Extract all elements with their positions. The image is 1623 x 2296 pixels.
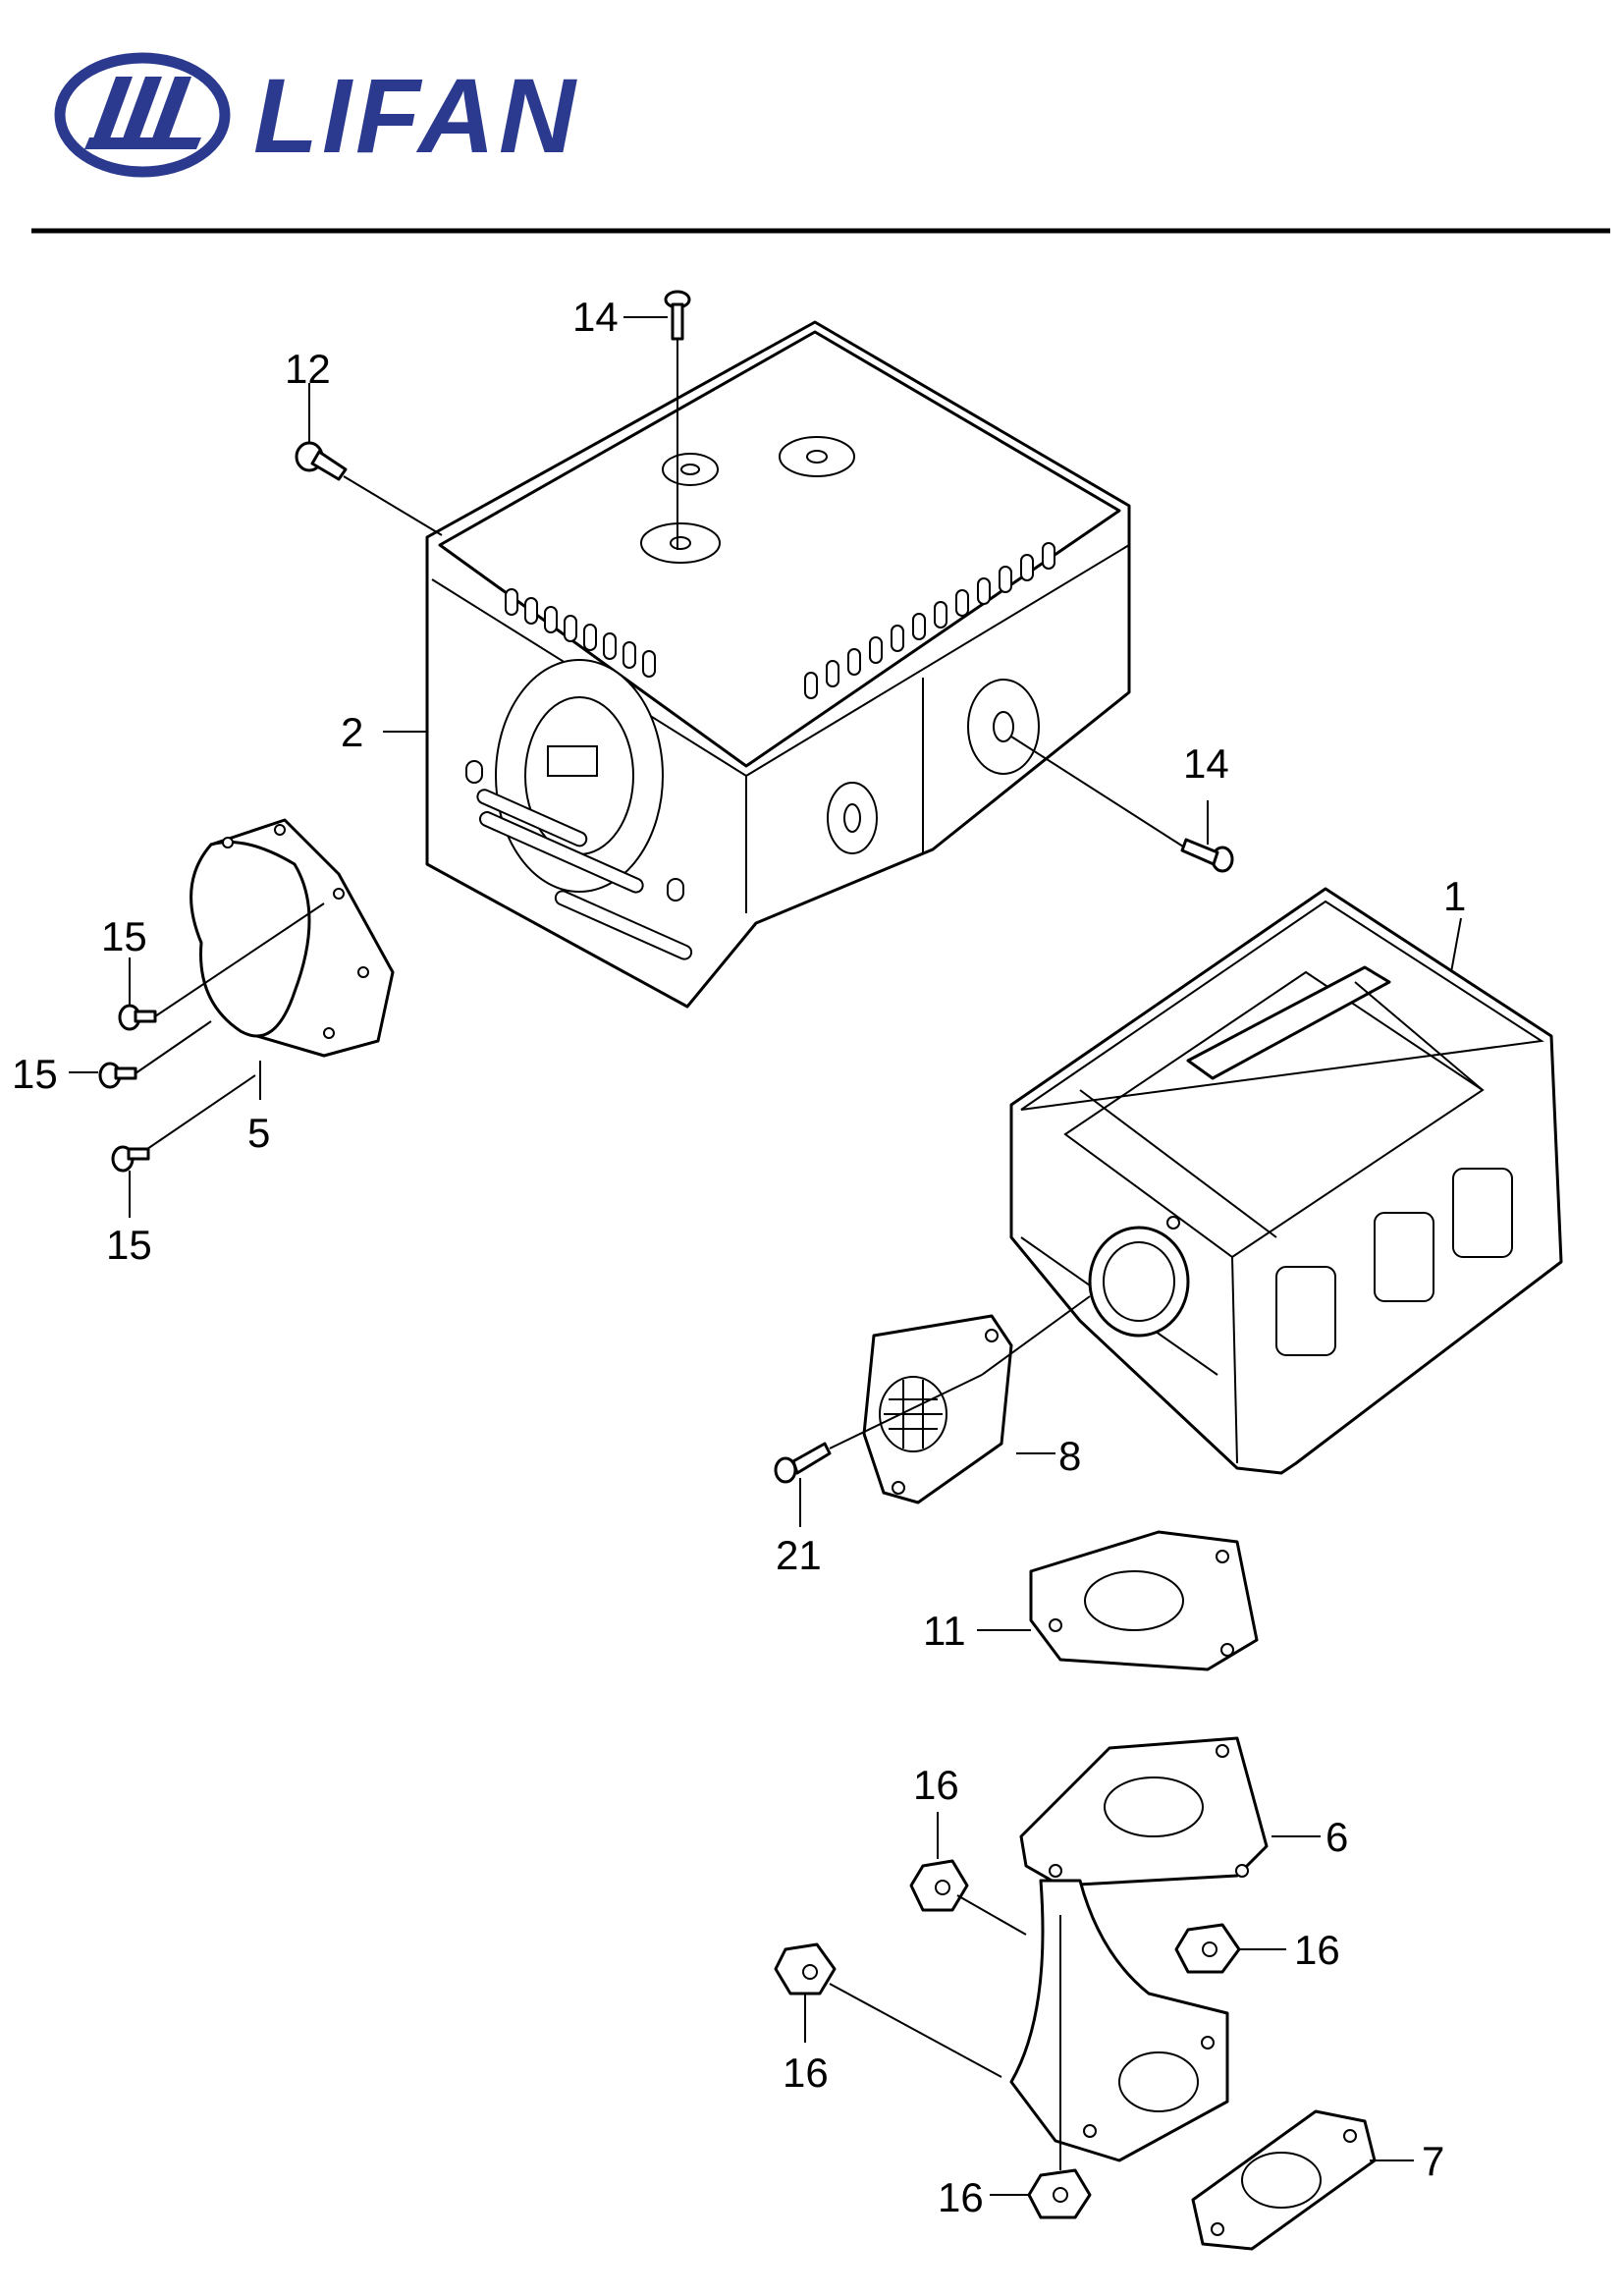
bolt-part-12	[295, 441, 348, 481]
logo-emblem-ring	[54, 52, 231, 178]
vent-slots-right	[804, 542, 1055, 699]
screw-part-15-c	[111, 1145, 150, 1173]
leader-lines	[69, 316, 1462, 2196]
logo-emblem-icon	[84, 77, 201, 149]
nut-part-16-b	[774, 1942, 837, 1995]
logo-wordmark: LIFAN	[253, 56, 579, 175]
screw-part-15-a	[118, 1004, 157, 1031]
gasket-part-7	[1191, 2109, 1377, 2251]
callout-14-side: 14	[1183, 740, 1229, 787]
callout-1: 1	[1443, 873, 1466, 919]
callout-16-a: 16	[913, 1762, 959, 1808]
callout-11: 11	[923, 1608, 966, 1654]
vent-slots-left	[505, 588, 656, 678]
nut-part-16-a	[909, 1859, 969, 1912]
spark-screen-part-8	[862, 1314, 1013, 1504]
callout-12: 12	[285, 346, 331, 392]
screw-part-15-b	[98, 1062, 137, 1089]
callout-21: 21	[776, 1532, 822, 1578]
callout-16-d: 16	[938, 2174, 984, 2220]
callout-16-c: 16	[1294, 1927, 1340, 1973]
muffler-body-part-1	[1009, 887, 1563, 1475]
nut-part-16-d	[1027, 2168, 1092, 2219]
exhaust-cap-part-5	[189, 818, 395, 1058]
callout-8: 8	[1058, 1433, 1081, 1479]
callout-15-a: 15	[101, 913, 147, 959]
callout-16-b: 16	[783, 2050, 829, 2096]
bolt-part-14-side	[1180, 838, 1234, 873]
exhaust-pipe-part-6	[1009, 1736, 1269, 2162]
callout-2: 2	[341, 709, 363, 755]
callout-labels: 14 12 2 14 1 15 15 5 15 8 21 11 16 6 16 …	[12, 294, 1466, 2220]
callout-6: 6	[1325, 1814, 1348, 1860]
nut-part-16-c	[1174, 1923, 1241, 1974]
callout-7: 7	[1422, 2138, 1444, 2184]
lifan-logo: LIFAN	[54, 52, 579, 178]
callout-14-top: 14	[572, 294, 619, 340]
callout-5: 5	[247, 1110, 270, 1156]
bolt-part-21	[774, 1442, 832, 1484]
muffler-protector-part-2	[425, 320, 1131, 1009]
bolt-part-14-top	[664, 290, 691, 341]
callout-15-c: 15	[106, 1222, 152, 1268]
callout-15-b: 15	[12, 1051, 58, 1097]
gasket-part-11	[1029, 1530, 1259, 1671]
